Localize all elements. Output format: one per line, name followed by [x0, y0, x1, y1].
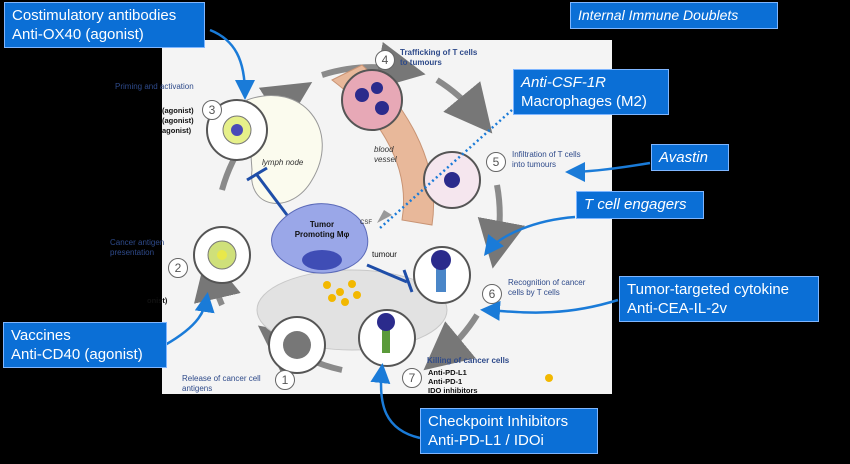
- step-number-2: 2: [168, 258, 188, 278]
- label-agonist-2: (agonist): [162, 116, 194, 125]
- label-anti-pdl1: Anti-PD-L1: [428, 368, 467, 377]
- label-onist: onist): [147, 296, 168, 305]
- step-number-7: 7: [402, 368, 422, 388]
- cytokine-title: Tumor-targeted cytokine: [627, 281, 790, 298]
- step-number-3: 3: [202, 100, 222, 120]
- cell-contents: [207, 82, 460, 359]
- cycle-illustration: [193, 42, 525, 374]
- step-number-1: 1: [275, 370, 295, 390]
- label-infiltration: Infiltration of T cells into tumours: [512, 150, 581, 169]
- label-tumor-macrophage: Tumor Promoting Mφ: [294, 220, 350, 239]
- callout-tcell-engagers: T cell engagers: [576, 191, 704, 219]
- tumor-macrophage: [271, 203, 369, 274]
- label-recognition: Recognition of cancer cells by T cells: [508, 278, 586, 297]
- costimulatory-title: Costimulatory antibodies: [12, 7, 177, 24]
- label-agonist-3: agonist): [162, 126, 192, 135]
- label-priming: Priming and activation: [115, 82, 194, 91]
- checkpoint-title: Checkpoint Inhibitors: [428, 413, 569, 430]
- label-blood-vessel: blood vessel: [374, 145, 397, 164]
- vaccines-drug: Anti-CD40 (agonist): [11, 346, 143, 363]
- checkpoint-drug: Anti-PD-L1 / IDOi: [428, 432, 544, 449]
- vaccines-title: Vaccines: [11, 327, 71, 344]
- internal-doublets-title: Internal Immune Doublets: [578, 7, 739, 23]
- label-ido: IDO inhibitors: [428, 386, 478, 395]
- label-anti-pd1: Anti-PD-1: [428, 377, 463, 386]
- label-killing: Killing of cancer cells: [427, 356, 510, 365]
- label-release: Release of cancer cell antigens: [182, 374, 261, 393]
- callout-vaccines: Vaccines Anti-CD40 (agonist): [3, 322, 167, 368]
- label-trafficking: Trafficking of T cells to tumours: [400, 48, 478, 67]
- step-number-4: 4: [375, 50, 395, 70]
- costimulatory-drug: Anti-OX40 (agonist): [12, 26, 144, 43]
- csf1r-title: Anti-CSF-1R: [521, 74, 607, 91]
- label-antigen: Cancer antigen presentation: [110, 238, 165, 257]
- callout-csf1r: Anti-CSF-1R Macrophages (M2): [513, 69, 669, 115]
- decorative-dot: [545, 374, 553, 382]
- callout-costimulatory: Costimulatory antibodies Anti-OX40 (agon…: [4, 2, 205, 48]
- callout-checkpoint: Checkpoint Inhibitors Anti-PD-L1 / IDOi: [420, 408, 598, 454]
- tcell-engagers-title: T cell engagers: [584, 196, 687, 213]
- callout-avastin: Avastin: [651, 144, 729, 171]
- label-agonist-1: (agonist): [162, 106, 194, 115]
- step-number-6: 6: [482, 284, 502, 304]
- cytokine-drug: Anti-CEA-IL-2v: [627, 300, 728, 317]
- avastin-title: Avastin: [659, 149, 708, 166]
- callout-cytokine: Tumor-targeted cytokine Anti-CEA-IL-2v: [619, 276, 819, 322]
- label-lymph-node: lymph node: [262, 158, 304, 167]
- callout-internal-doublets: Internal Immune Doublets: [570, 2, 778, 29]
- csf1r-target: Macrophages (M2): [521, 93, 647, 110]
- step-number-5: 5: [486, 152, 506, 172]
- label-tumour: tumour: [372, 250, 397, 259]
- label-csf: CSF: [360, 220, 372, 226]
